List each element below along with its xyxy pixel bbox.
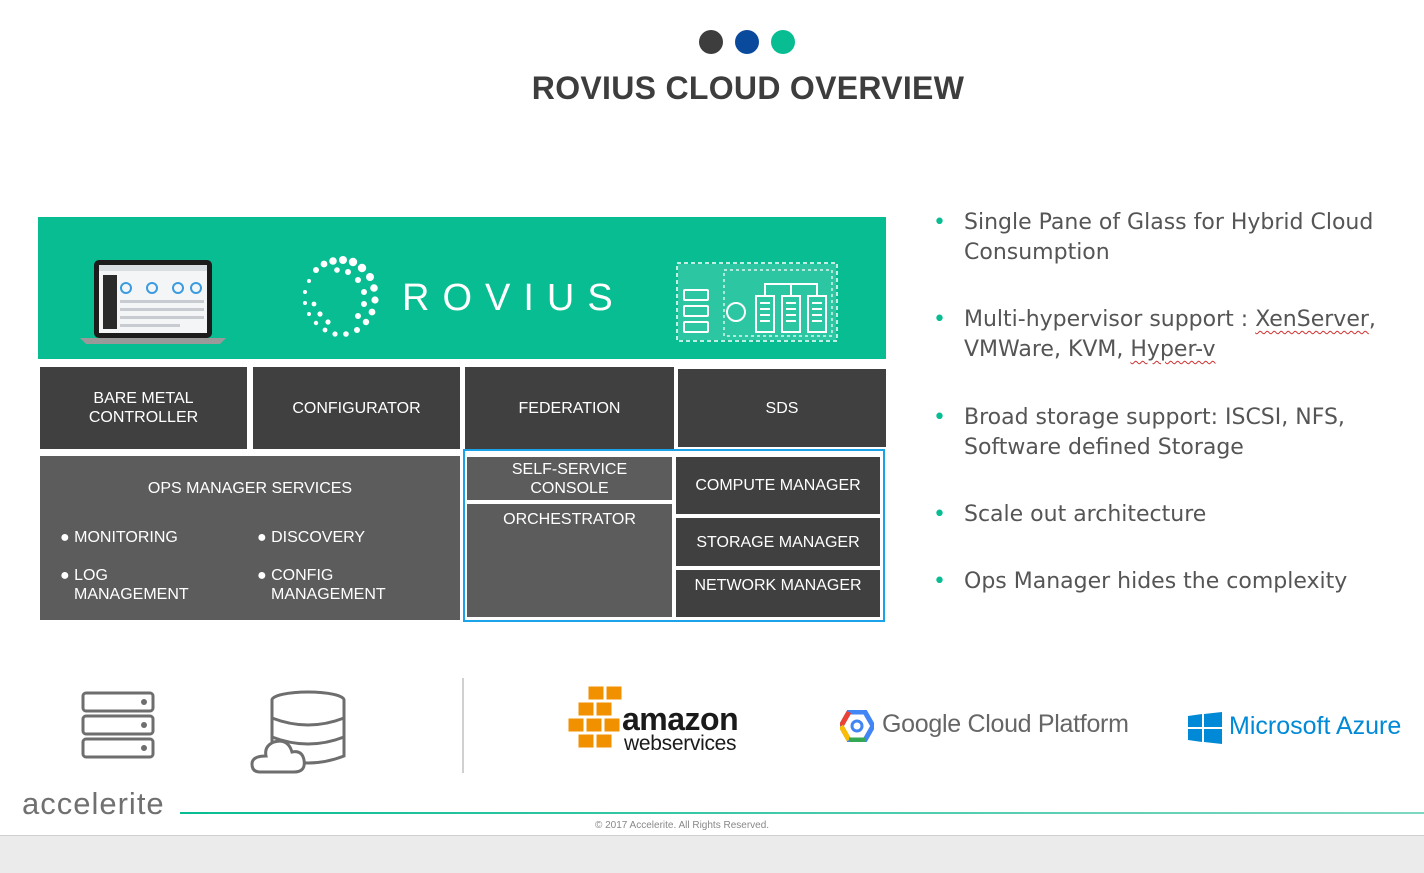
sds-label: SDS (765, 399, 799, 417)
rovius-logo-icon (303, 256, 379, 337)
ops-item-config-management: ● CONFIG MANAGEMENT (257, 567, 386, 603)
sds-box: SDS (678, 369, 886, 447)
orchestrator-box (467, 504, 672, 617)
federation-label: FEDERATION (518, 399, 621, 417)
gcp-logo-icon (840, 710, 874, 742)
aws-brand-line1: amazon (622, 701, 739, 737)
page-title: ROVIUS CLOUD OVERVIEW (531, 70, 965, 106)
ops-manager-box (40, 456, 460, 620)
ops-item-discovery: ● DISCOVERY (257, 529, 366, 546)
self-service-console-label: SELF-SERVICE CONSOLE (511, 460, 628, 497)
federation-box: FEDERATION (465, 367, 674, 449)
ops-item-log-management: ● LOG MANAGEMENT (60, 567, 189, 603)
copyright-text: © 2017 Accelerite. All Rights Reserved. (594, 820, 770, 831)
azure-brand-text: Microsoft Azure (1229, 712, 1402, 740)
ops-manager-title: OPS MANAGER SERVICES (147, 480, 353, 497)
datacenter-icon (676, 262, 838, 342)
cloud-database-icon (250, 690, 346, 774)
server-rack-icon (81, 691, 155, 759)
header-dot-2 (735, 30, 759, 54)
company-logo: accelerite (22, 786, 165, 821)
bare-metal-controller-box: BARE METAL CONTROLLER (40, 367, 247, 449)
orchestrator-label: ORCHESTRATOR (503, 511, 636, 528)
status-bar (0, 835, 1424, 873)
feature-item: •Single Pane of Glass for Hybrid Cloud C… (933, 210, 1374, 265)
aws-logo-icon (568, 685, 623, 749)
feature-item: •Multi-hypervisor support : XenServer, V… (933, 307, 1376, 362)
section-divider (462, 678, 464, 773)
self-service-console-box: SELF-SERVICE CONSOLE (467, 457, 672, 500)
network-manager-label: NETWORK MANAGER (694, 577, 862, 594)
storage-manager-label: STORAGE MANAGER (696, 533, 860, 551)
storage-manager-box: STORAGE MANAGER (676, 518, 880, 566)
aws-brand-line2: webservices (624, 732, 737, 755)
feature-item: •Scale out architecture (933, 502, 1207, 527)
laptop-icon (80, 260, 226, 344)
footer-rule (180, 812, 1424, 814)
configurator-box: CONFIGURATOR (253, 367, 460, 449)
ops-item-monitoring: ● MONITORING (60, 529, 178, 546)
gcp-brand-text: Google Cloud Platform (882, 710, 1129, 738)
compute-manager-label: COMPUTE MANAGER (695, 477, 861, 494)
feature-item: •Broad storage support: ISCSI, NFS, Soft… (933, 405, 1345, 460)
configurator-label: CONFIGURATOR (292, 399, 421, 417)
azure-logo-icon (1188, 712, 1222, 744)
feature-item: •Ops Manager hides the complexity (933, 569, 1348, 594)
compute-manager-box: COMPUTE MANAGER (676, 457, 880, 514)
header-dot-1 (699, 30, 723, 54)
brand-name: ROVIUS (402, 277, 626, 319)
header-dot-3 (771, 30, 795, 54)
bare-metal-controller-label: BARE METAL CONTROLLER (88, 390, 199, 426)
network-manager-box: NETWORK MANAGER (676, 570, 880, 617)
